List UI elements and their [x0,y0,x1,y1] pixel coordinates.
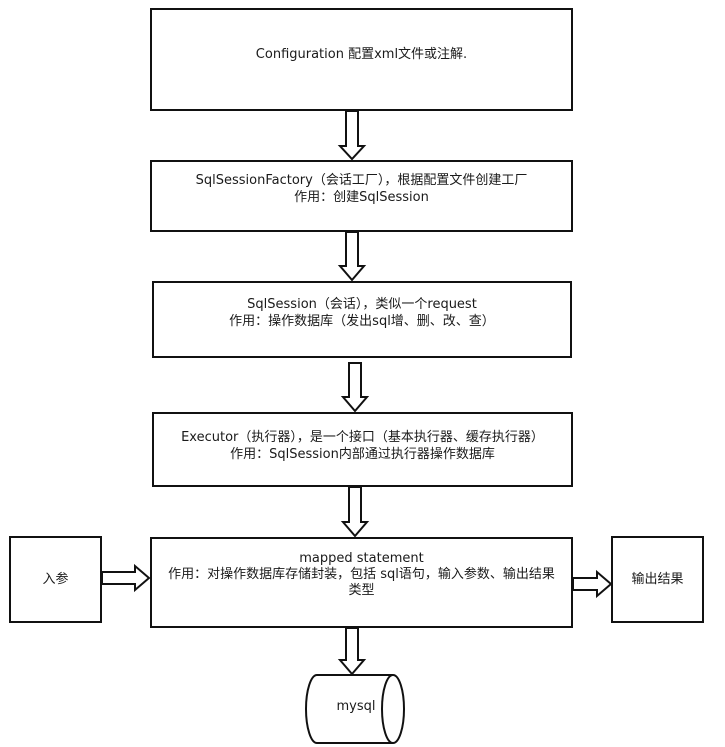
output-result-box: 输出结果 [611,536,704,623]
arrow-mapped-statement-to-mysql [337,627,367,676]
mapped-statement-purpose: 作用：对操作数据库存储封装，包括 sql语句，输入参数、输出结果类型 [168,567,555,598]
output-result-label: 输出结果 [631,572,684,587]
executor-box: Executor（执行器），是一个接口（基本执行器、缓存执行器） 作用：SqlS… [152,412,573,487]
sqlsession-title: SqlSession（会话），类似一个request [247,297,477,312]
mysql-label: mysql [336,699,376,714]
arrow-factory-to-sqlsession [337,231,367,282]
sqlsession-factory-box: SqlSessionFactory（会话工厂），根据配置文件创建工厂 作用：创建… [150,160,573,232]
arrow-configuration-to-factory [337,110,367,161]
configuration-box: Configuration 配置xml文件或注解. [150,8,573,111]
executor-purpose: 作用：SqlSession内部通过执行器操作数据库 [230,447,495,462]
sqlsession-box: SqlSession（会话），类似一个request 作用：操作数据库（发出sq… [152,281,572,358]
arrow-sqlsession-to-executor [340,362,370,413]
input-params-box: 入参 [9,536,102,623]
input-params-label: 入参 [42,572,69,587]
mapped-statement-title: mapped statement [299,551,424,566]
sqlsession-factory-purpose: 作用：创建SqlSession [294,190,429,205]
sqlsession-factory-title: SqlSessionFactory（会话工厂），根据配置文件创建工厂 [195,173,528,188]
sqlsession-purpose: 作用：操作数据库（发出sql增、删、改、查） [229,314,495,329]
configuration-label: Configuration 配置xml文件或注解. [255,47,468,62]
arrow-executor-to-mapped-statement [340,486,370,538]
arrow-input-to-mapped-statement [101,563,151,593]
mapped-statement-box: mapped statement 作用：对操作数据库存储封装，包括 sql语句，… [150,537,573,628]
executor-title: Executor（执行器），是一个接口（基本执行器、缓存执行器） [181,430,544,445]
arrow-mapped-statement-to-output [572,569,613,599]
